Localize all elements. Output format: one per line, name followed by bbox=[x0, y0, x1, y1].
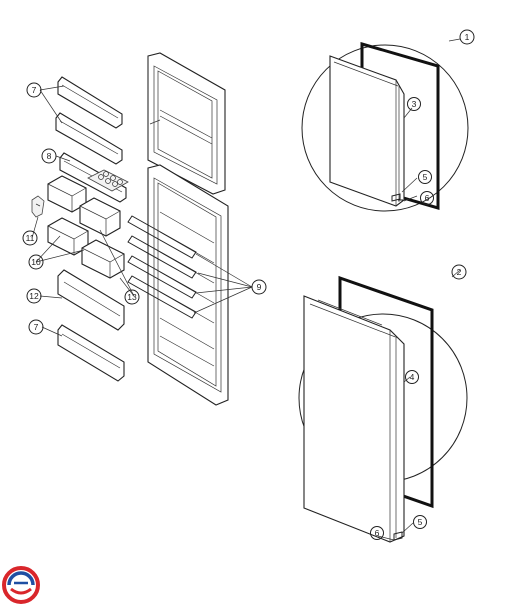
storage-boxes bbox=[47, 175, 125, 279]
callout-11-label: 11 bbox=[26, 233, 35, 243]
callout-12: 12 bbox=[26, 288, 42, 304]
callout-3-label: 3 bbox=[412, 99, 417, 109]
callout-6-lower: 6 bbox=[370, 526, 384, 540]
callout-1: 1 bbox=[459, 29, 475, 45]
callout-3: 3 bbox=[407, 97, 421, 111]
door-shelf-12 bbox=[57, 269, 125, 331]
egg-tray bbox=[87, 169, 129, 192]
callout-5-lower-label: 5 bbox=[418, 517, 423, 527]
freezer-compartment bbox=[147, 52, 226, 195]
upper-door-detail bbox=[301, 42, 469, 212]
callout-5-upper-label: 5 bbox=[423, 172, 428, 182]
callout-9: 9 bbox=[251, 279, 267, 295]
callout-4: 4 bbox=[405, 370, 419, 384]
callout-12-label: 12 bbox=[29, 291, 39, 301]
callout-10-label: 10 bbox=[31, 257, 41, 267]
fridge-compartment bbox=[147, 164, 229, 406]
callout-7-lower: 7 bbox=[28, 319, 44, 335]
cabinet-drawing bbox=[127, 52, 229, 406]
small-accessory-11 bbox=[31, 195, 45, 218]
callout-7-lower-label: 7 bbox=[34, 322, 39, 332]
leader-lines bbox=[31, 38, 461, 541]
callout-5-lower: 5 bbox=[413, 515, 427, 529]
callout-5-upper: 5 bbox=[418, 170, 432, 184]
callout-1-label: 1 bbox=[465, 32, 470, 42]
callout-8-label: 8 bbox=[47, 151, 52, 161]
callout-10: 10 bbox=[28, 254, 44, 270]
callout-4-label: 4 bbox=[410, 372, 415, 382]
callout-9-label: 9 bbox=[257, 282, 262, 292]
callout-8: 8 bbox=[41, 148, 57, 164]
callout-2: 2 bbox=[451, 264, 467, 280]
lower-door-detail bbox=[298, 275, 468, 543]
door-shelf-lower-7 bbox=[57, 324, 125, 382]
brand-logo-icon bbox=[2, 566, 40, 604]
callout-6-upper-label: 6 bbox=[425, 193, 430, 203]
callout-2-label: 2 bbox=[457, 267, 462, 277]
door-shelf-upper-2 bbox=[55, 112, 123, 165]
callout-6-upper: 6 bbox=[420, 191, 434, 205]
door-shelf-upper-1 bbox=[57, 76, 123, 129]
callout-11: 11 bbox=[22, 230, 38, 246]
callout-7-upper-label: 7 bbox=[32, 85, 37, 95]
callout-7-upper: 7 bbox=[26, 82, 42, 98]
callout-6-lower-label: 6 bbox=[375, 528, 380, 538]
callout-13: 13 bbox=[124, 289, 140, 305]
callout-13-label: 13 bbox=[127, 292, 137, 302]
